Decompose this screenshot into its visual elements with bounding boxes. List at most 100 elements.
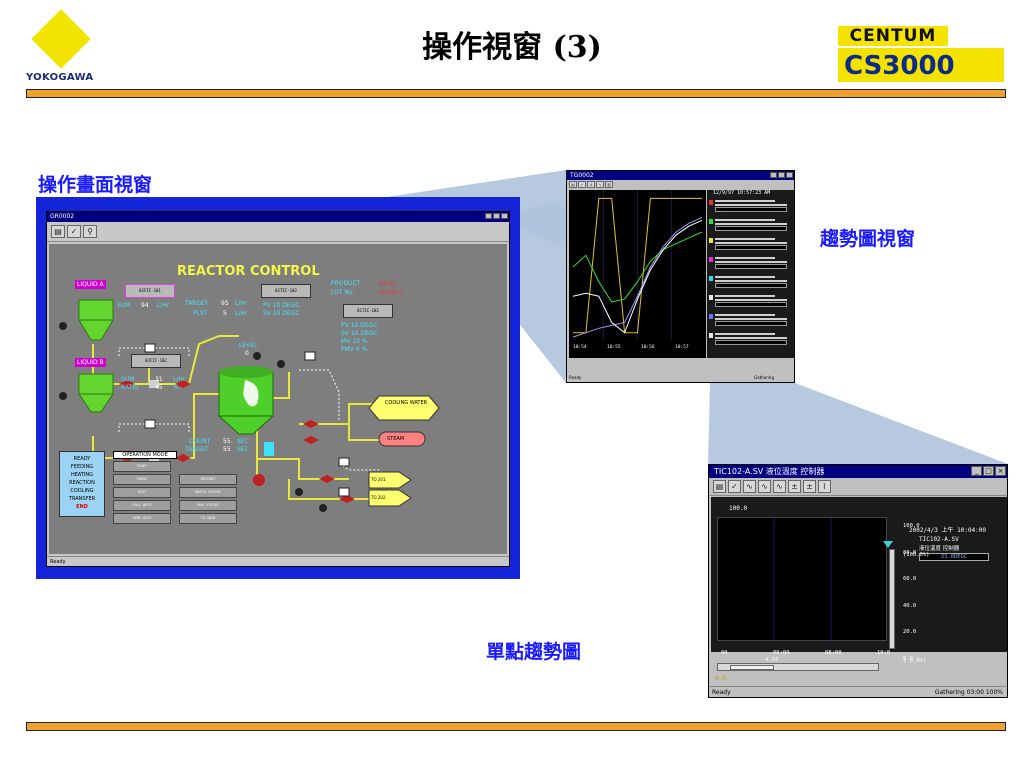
tank-b [78, 373, 114, 413]
check-icon[interactable]: ✓ [578, 181, 586, 188]
mode-reaction: REACTION [69, 480, 95, 486]
close-button[interactable]: × [995, 466, 1006, 476]
maximize-button[interactable]: □ [983, 466, 994, 476]
minimize-button[interactable] [770, 172, 777, 178]
plst-label: PLST [193, 310, 208, 317]
print-icon[interactable]: ▤ [713, 480, 726, 493]
trend-pen-4[interactable] [709, 275, 793, 289]
graphic-window[interactable]: GR0002 ▤ ✓ ⚲ [46, 211, 510, 567]
process-diagram [59, 299, 440, 512]
target2-label: TARGET [185, 446, 209, 453]
signal-d [338, 463, 395, 481]
batch-status-button[interactable]: BATCH STATUS [179, 487, 237, 498]
single-trend-status: Ready Gathering 03:00 100% [709, 686, 1007, 697]
centum-logo: CENTUM CS3000 [838, 26, 1004, 84]
sv-b: SV 10 DEGC [341, 330, 378, 337]
to-1038-button[interactable]: TO-1038 [179, 513, 237, 524]
wave-icon[interactable]: ∿ [773, 480, 786, 493]
wave-icon[interactable]: ∿ [758, 480, 771, 493]
tag-fic102[interactable]: 01FIC-102 [131, 354, 181, 368]
lot-label: LOT No. [331, 289, 355, 296]
single-trend-scrollbar[interactable] [717, 663, 879, 671]
reactor-control-title: REACTOR CONTROL [177, 264, 320, 279]
tag-fic101[interactable]: 01FIC-101 [125, 284, 175, 298]
pen-color-swatch [709, 238, 713, 243]
single-trend-range-bottom: 0.0 [715, 675, 726, 682]
restart-button[interactable]: RESTART [179, 474, 237, 485]
trend-pen-5[interactable] [709, 294, 793, 308]
mv-b: MV 10 % [341, 338, 368, 345]
trend-plot[interactable] [569, 190, 706, 358]
zoom-icon[interactable]: ± [587, 181, 595, 188]
chart-icon[interactable]: ▥ [605, 181, 613, 188]
tag-tic102[interactable]: 01TIC-102 [343, 304, 393, 318]
sum-b-unit: L/Hr [173, 376, 186, 383]
count-unit: SEC [237, 438, 249, 445]
zoom-icon[interactable]: ± [788, 480, 801, 493]
maximize-button[interactable] [778, 172, 785, 178]
check-icon[interactable]: ✓ [67, 225, 81, 238]
trend-pen-1[interactable] [709, 218, 793, 232]
mode-ready: READY [73, 456, 91, 462]
count-label: COUNT [189, 438, 211, 445]
single-trend-datetime: 2002/4/3 上午 10:04:00 [909, 527, 987, 534]
single-trend-plot[interactable] [717, 517, 887, 642]
tank-a [78, 299, 114, 341]
trend-window[interactable]: TG0002 ▤ ✓ ± ∿ ▥ 12/9/97 10:57:23 AM 10:… [566, 170, 795, 383]
full-auto-button[interactable]: FULL AUTO [113, 500, 171, 511]
maximize-button[interactable] [493, 213, 500, 219]
trend-pen-7[interactable] [709, 332, 793, 346]
trend-series-3 [572, 219, 703, 334]
ratio-label: RATIO [121, 384, 139, 391]
wave-icon[interactable]: ∿ [743, 480, 756, 493]
pen-icon[interactable]: ∿ [596, 181, 604, 188]
start-button[interactable]: START [113, 461, 171, 472]
trend-pen-6[interactable] [709, 313, 793, 327]
pumps [59, 322, 327, 512]
single-trend-x-tick: 10:0 [877, 650, 891, 656]
tool-icon[interactable]: ⚲ [83, 225, 97, 238]
trend-pen-panel [707, 190, 794, 358]
instrument-blocks [144, 343, 350, 497]
pen-label-line [715, 204, 787, 206]
minimize-button[interactable] [485, 213, 492, 219]
minimize-button[interactable]: _ [971, 466, 982, 476]
target2-value: 55 [223, 446, 231, 453]
graphic-window-toolbar: ▤ ✓ ⚲ [47, 222, 509, 242]
single-trend-y-tick: 20.0 [903, 629, 917, 635]
ulk-status-button[interactable]: ULK STATUS [179, 500, 237, 511]
single-trend-controls: _ □ × [971, 466, 1006, 476]
semi-auto-button[interactable]: SEMI AUTO [113, 513, 171, 524]
header-divider [26, 89, 1006, 98]
trend-pen-2[interactable] [709, 237, 793, 251]
single-trend-titlebar[interactable]: TIC102-A.SV 液位溫度 控制器 _ □ × [709, 465, 1007, 478]
pen-color-swatch [709, 200, 713, 205]
level-value: 0 [245, 350, 249, 357]
graphic-window-titlebar[interactable]: GR0002 [47, 212, 509, 222]
trend-pen-3[interactable] [709, 256, 793, 270]
pen-value-box [715, 302, 787, 307]
trend-pen-0[interactable] [709, 199, 793, 213]
single-trend-tag: TIC102-A.SV [919, 536, 959, 543]
close-button[interactable] [501, 213, 508, 219]
sum-a-value: 94 [141, 302, 149, 309]
print-icon[interactable]: ▤ [51, 225, 65, 238]
pause-button[interactable]: PAUSE [113, 474, 171, 485]
zoom-icon[interactable]: ± [803, 480, 816, 493]
target-value: 95 [221, 300, 229, 307]
trend-window-titlebar[interactable]: TG0002 [567, 171, 794, 180]
exit-button[interactable]: EXIT [113, 487, 171, 498]
close-button[interactable] [786, 172, 793, 178]
reactor [217, 366, 275, 435]
single-trend-scale-bar[interactable] [889, 549, 895, 649]
mode-cooling: COOLING [70, 488, 94, 494]
check-icon[interactable]: ✓ [728, 480, 741, 493]
trend-icon[interactable]: ⌇ [818, 480, 831, 493]
tag-tic103[interactable]: 01TIC-103 [261, 284, 311, 298]
single-trend-cursor-icon[interactable] [883, 541, 893, 548]
single-trend-scroll-thumb[interactable] [730, 665, 774, 670]
print-icon[interactable]: ▤ [569, 181, 577, 188]
pen-label-line [715, 238, 775, 240]
single-trend-window[interactable]: TIC102-A.SV 液位溫度 控制器 _ □ × ▤ ✓ ∿ ∿ ∿ ± ±… [708, 464, 1008, 698]
